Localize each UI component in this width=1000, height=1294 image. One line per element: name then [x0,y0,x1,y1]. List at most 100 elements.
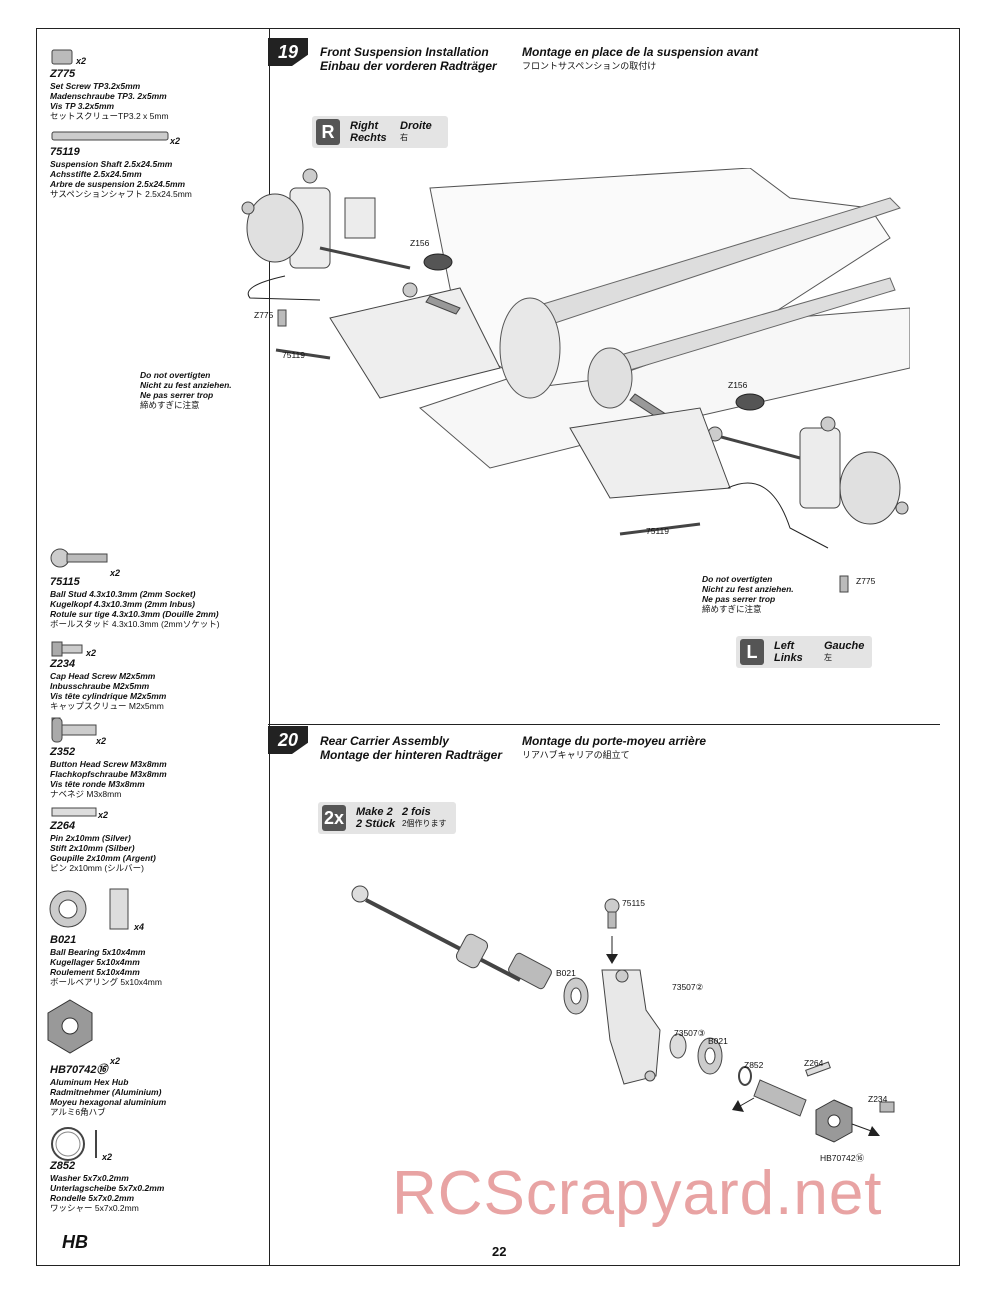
badge-letter: 2x [322,805,346,831]
part-desc-fr: Vis tête ronde M3x8mm [50,779,145,789]
overtighten-note-top: Do not overtigten Nicht zu fest anziehen… [140,370,232,410]
badge-de: 2 Stück [356,818,396,830]
note-en: Do not overtigten [702,574,773,584]
label-75115: 75115 [622,898,646,908]
note-jp: 締めすぎに注意 [702,604,762,614]
page-frame [36,28,960,1266]
label-b021-right: B021 [708,1036,728,1046]
part-text: Z264 Pin 2x10mm (Silver) Stift 2x10mm (S… [50,820,156,873]
part-desc-de: Flachkopfschraube M3x8mm [50,769,167,779]
label-75119-top: 75119 [282,350,306,360]
part-desc-fr: Goupille 2x10mm (Argent) [50,853,156,863]
part-qty: x4 [134,922,145,932]
step-20-rule [268,724,940,725]
part-desc-jp: サスペンションシャフト 2.5x24.5mm [50,189,192,199]
part-code: B021 [50,934,77,946]
part-desc-jp: ボールスタッド 4.3x10.3mm (2mmソケット) [50,619,220,629]
step-title-en: Front Suspension Installation [320,45,489,59]
hb-logo: HB [62,1232,88,1253]
note-de: Nicht zu fest anziehen. [140,380,232,390]
label-z775-bottom: Z775 [856,576,876,586]
badge-en: Right [350,120,379,132]
part-desc-en: Ball Stud 4.3x10.3mm (2mm Socket) [50,589,196,599]
part-code: Z264 [50,820,76,832]
part-qty: x2 [86,648,97,658]
left-side-badge: L Left Links Gauche 左 [736,636,872,668]
part-code: Z352 [50,746,76,758]
part-qty: x2 [110,568,121,578]
watermark-text: RCScrapyard.net [392,1159,883,1228]
step-title-fr: Montage du porte-moyeu arrière [522,734,707,748]
part-desc-de: Inbusschraube M2x5mm [50,681,150,691]
part-desc-jp: ワッシャー 5x7x0.2mm [50,1203,139,1213]
part-desc-fr: Vis tête cylindrique M2x5mm [50,691,167,701]
step-20-title-fr-jp: Montage du porte-moyeu arrière リアハブキャリアの… [522,734,706,762]
note-fr: Ne pas serrer trop [702,594,776,604]
label-z264: Z264 [804,1058,824,1068]
badge-de: Links [774,652,803,664]
step-19-title-fr-jp: Montage en place de la suspension avant … [522,45,758,73]
part-desc-en: Cap Head Screw M2x5mm [50,671,156,681]
part-text: Z352 Button Head Screw M3x8mm Flachkopfs… [50,746,167,799]
part-code: Z852 [50,1160,76,1172]
part-code: Z234 [50,658,76,670]
step-title-en: Rear Carrier Assembly [320,734,449,748]
make-two-badge: 2x Make 2 2 Stück 2 fois 2個作ります [318,802,456,834]
part-text: 75119 Suspension Shaft 2.5x24.5mm Achsst… [50,146,192,199]
badge-fr-jp: 2 fois 2個作ります [402,806,446,830]
note-de: Nicht zu fest anziehen. [702,584,794,594]
badge-en-de: Right Rechts [350,120,387,144]
part-desc-en: Aluminum Hex Hub [50,1077,129,1087]
step-title-de: Einbau der vorderen Radträger [320,59,497,73]
parts-icons [47,49,169,1161]
part-text: Z234 Cap Head Screw M2x5mm Inbusschraube… [50,658,166,711]
badge-de: Rechts [350,132,387,144]
right-side-badge: R Right Rechts Droite 右 [312,116,448,148]
step-title-de: Montage der hinteren Radträger [320,748,503,762]
step-19-title-en-de: Front Suspension Installation Einbau der… [320,45,497,73]
part-desc-en: Washer 5x7x0.2mm [50,1173,129,1183]
part-desc-en: Set Screw TP3.2x5mm [50,81,141,91]
badge-fr: Droite [400,120,432,132]
logo-text: HB [62,1232,88,1252]
part-desc-fr: Roulement 5x10x4mm [50,967,140,977]
badge-en: Make 2 [356,806,393,818]
label-hb70742: HB70742⑯ [820,1153,864,1163]
note-en: Do not overtigten [140,370,211,380]
label-z775-top: Z775 [254,310,274,320]
part-text: Z775 Set Screw TP3.2x5mm Madenschraube T… [50,68,169,121]
part-desc-de: Radmitnehmer (Aluminium) [50,1087,162,1097]
column-divider [269,29,270,1265]
rear-carrier-diagram [351,885,895,1143]
label-73507-spacer: 73507③ [674,1028,706,1038]
label-73507-carrier: 73507② [672,982,704,992]
part-code: HB70742⑯ [50,1064,108,1076]
label-75119-bottom: 75119 [646,526,670,536]
badge-fr-jp: Droite 右 [400,120,432,144]
part-desc-en: Ball Bearing 5x10x4mm [50,947,146,957]
part-desc-en: Button Head Screw M3x8mm [50,759,167,769]
step-title-jp: リアハブキャリアの組立て [522,750,630,760]
part-desc-jp: セットスクリューTP3.2 x 5mm [50,111,169,121]
note-fr: Ne pas serrer trop [140,390,214,400]
part-text: B021 Ball Bearing 5x10x4mm Kugellager 5x… [50,934,162,987]
part-desc-fr: Moyeu hexagonal aluminium [50,1097,167,1107]
front-suspension-diagram [241,168,910,593]
badge-letter: R [316,119,340,145]
part-qty: x2 [76,56,87,66]
note-jp: 締めすぎに注意 [140,400,200,410]
badge-fr: Gauche [824,640,865,652]
step-title-fr: Montage en place de la suspension avant [522,45,759,59]
part-desc-jp: ナベネジ M3x8mm [50,789,122,799]
part-code: 75115 [50,576,80,588]
overtighten-note-bottom: Do not overtigten Nicht zu fest anziehen… [702,574,794,614]
label-b021-left: B021 [556,968,576,978]
badge-jp: 2個作ります [402,819,447,828]
part-desc-de: Stift 2x10mm (Silber) [50,843,135,853]
label-z234: Z234 [868,1094,888,1104]
part-qty: x2 [102,1152,113,1162]
part-qty: x2 [110,1056,121,1066]
step-20-title-en-de: Rear Carrier Assembly Montage der hinter… [320,734,502,762]
part-desc-de: Madenschraube TP3. 2x5mm [50,91,167,101]
part-desc-jp: アルミ6角ハブ [50,1107,106,1117]
